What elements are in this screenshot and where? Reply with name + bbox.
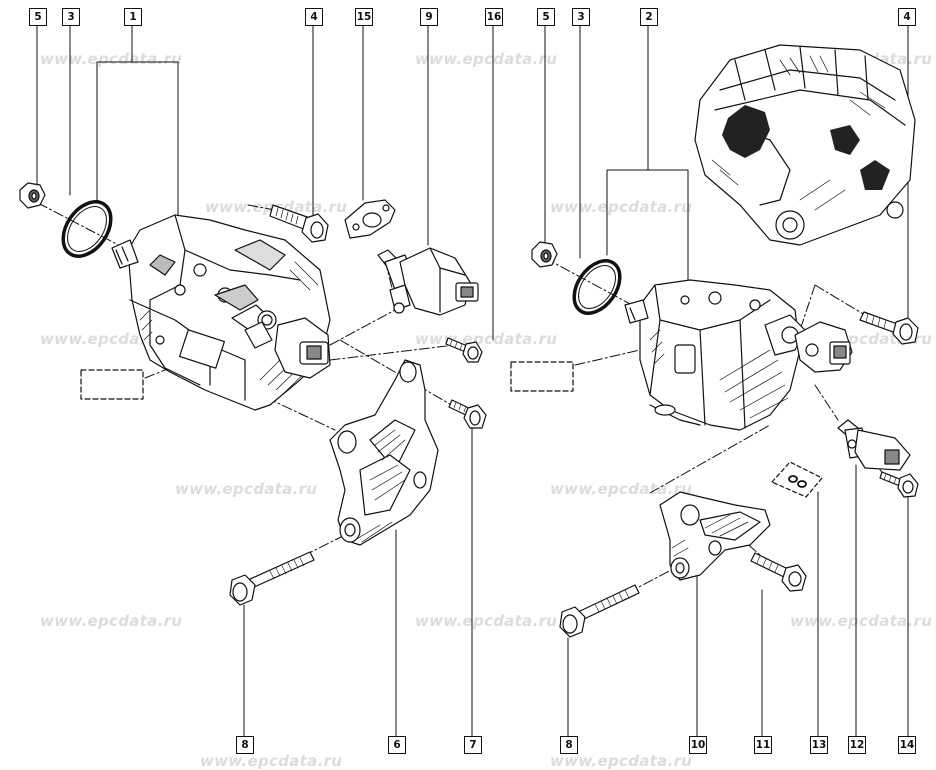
callout-bracket-left: 6 [388,736,406,754]
o-ring-right [572,259,622,315]
callout-seal-kit: 13 [810,736,828,754]
watermark: www.epcdata.ru [40,50,183,68]
callout-pump-right: 2 [640,8,658,26]
callout-bolt-bracket-left: 7 [464,736,482,754]
callout-bolt-short-left: 4 [305,8,323,26]
seal-nut-right [531,241,558,268]
callout-bolt-long-left: 8 [236,736,254,754]
callout-o-ring-right: 3 [572,8,590,26]
bolt-bracket-left [448,399,487,429]
watermark: www.epcdata.ru [175,480,318,498]
watermark: www.epcdata.ru [550,480,693,498]
o-ring-left [61,200,113,258]
watermark: www.epcdata.ru [200,752,343,770]
callout-pressure-regulator: 9 [420,8,438,26]
option-box-left [80,369,144,400]
watermark: www.epcdata.ru [790,612,933,630]
screw-regulator [445,337,483,363]
callout-screw-regulator: 16 [485,8,503,26]
seal-kit [788,475,807,488]
screw-sensor [879,471,919,498]
engine-illustration [694,44,916,246]
callout-bolt-short-right: 4 [898,8,916,26]
callout-bolt-bracket-right: 11 [754,736,772,754]
callout-pump-left: 1 [124,8,142,26]
bracket-right [659,491,771,581]
leader-lines [36,24,909,341]
watermark: www.epcdata.ru [415,50,558,68]
gasket [344,199,396,239]
bracket-left [329,359,439,546]
pressure-regulator-left [377,247,479,316]
watermark: www.epcdata.ru [550,198,693,216]
callout-o-ring-left: 3 [62,8,80,26]
watermark: www.epcdata.ru [40,612,183,630]
pump-left [111,214,331,411]
watermark: www.epcdata.ru [415,612,558,630]
bolt-bracket-right [750,552,807,592]
callout-gasket: 15 [355,8,373,26]
leader-lines-bottom [243,424,909,738]
option-box-right [510,361,574,392]
callout-bracket-right: 10 [689,736,707,754]
bolt-long-right [559,584,640,638]
callout-pressure-sensor: 12 [848,736,866,754]
pressure-regulator-right [794,321,853,373]
callout-seal-nut-left: 5 [29,8,47,26]
seal-nut-left [19,182,46,209]
watermark: www.epcdata.ru [550,752,693,770]
callout-screw-sensor: 14 [898,736,916,754]
bolt-short-right [859,311,919,345]
seal-kit-box [771,461,823,498]
callout-seal-nut-right: 5 [537,8,555,26]
bolt-long-left [229,551,315,606]
bolt-short-left [269,204,329,243]
pressure-sensor [837,419,911,471]
pump-right [624,279,806,431]
callout-bolt-long-right: 8 [560,736,578,754]
